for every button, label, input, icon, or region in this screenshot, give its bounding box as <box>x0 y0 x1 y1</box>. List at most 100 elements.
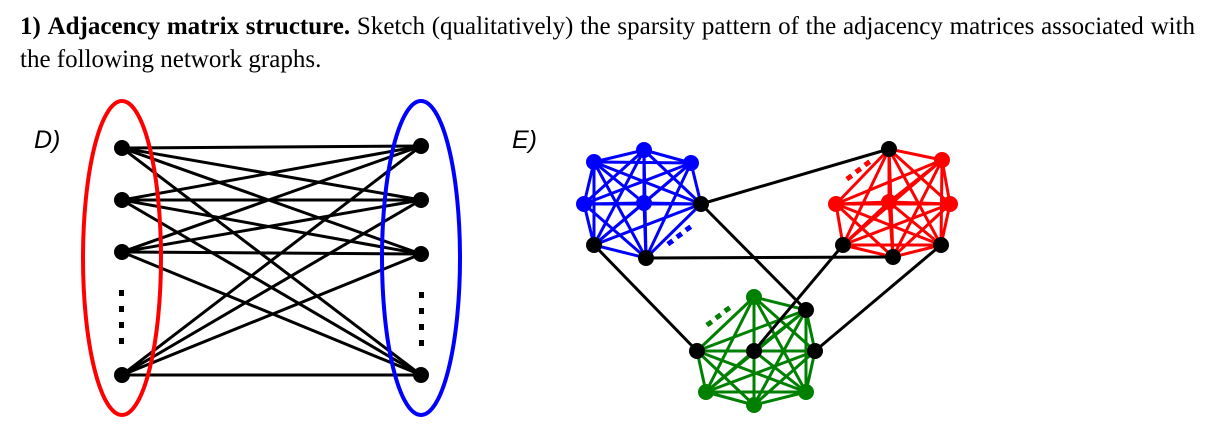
red-cluster-node <box>885 249 901 265</box>
red-cluster-edge <box>887 201 895 258</box>
green-cluster-node <box>746 289 762 305</box>
green-cluster-node <box>807 343 823 359</box>
panel-d-nodes <box>114 138 429 383</box>
red-cluster-edge <box>841 200 891 247</box>
red-cluster-ellipsis <box>845 159 872 182</box>
green-cluster-node <box>689 343 705 359</box>
green-cluster-edge <box>695 349 756 407</box>
red-cluster-edge <box>835 202 942 247</box>
right-node <box>413 246 429 262</box>
red-cluster-node <box>942 196 958 212</box>
inter-cluster-edge <box>699 202 808 312</box>
bipartite-edge <box>121 252 422 377</box>
red-cluster-edge <box>835 158 943 206</box>
right-node <box>413 367 429 383</box>
problem-body: Sketch (qualitatively) the sparsity patt… <box>20 13 1196 73</box>
red-cluster-node <box>881 141 897 157</box>
problem-number: 1) <box>20 13 41 40</box>
red-cluster-node <box>881 194 897 210</box>
red-cluster-edge <box>842 202 951 247</box>
right-node <box>413 192 429 208</box>
blue-cluster-ellipsis <box>666 224 693 247</box>
bipartite-edge <box>121 144 422 150</box>
green-cluster-edge <box>753 349 816 407</box>
inter-cluster-edge <box>645 255 894 260</box>
red-cluster-edge <box>891 202 952 259</box>
green-cluster-edge <box>704 296 756 393</box>
left-partition-ellipse <box>81 99 163 417</box>
right-node <box>413 138 429 154</box>
green-cluster-edge <box>705 349 816 394</box>
green-cluster-edge <box>752 309 808 406</box>
bipartite-edge <box>121 144 422 202</box>
green-cluster-edge <box>695 295 756 353</box>
bipartite-edge <box>121 144 422 377</box>
green-cluster-node <box>698 384 714 400</box>
panel-d-bipartite-graph <box>81 99 462 417</box>
left-ellipsis-dots <box>119 290 124 344</box>
red-cluster-edge <box>841 148 891 246</box>
green-cluster-node <box>798 384 814 400</box>
panel-e-nodes <box>576 141 958 413</box>
blue-cluster-edge <box>593 202 702 247</box>
blue-cluster-edge <box>582 148 646 206</box>
panel-e-edges <box>582 147 952 407</box>
blue-cluster-node <box>638 250 654 266</box>
right-partition-ellipse <box>380 99 462 417</box>
red-cluster-edge <box>834 202 895 259</box>
red-cluster-edge <box>842 243 894 259</box>
inter-cluster-edge <box>814 243 942 353</box>
green-cluster-edge <box>753 390 807 407</box>
blue-cluster-edge <box>593 243 647 260</box>
left-node <box>114 244 130 260</box>
panel-d-edges <box>121 144 422 377</box>
blue-cluster-edge <box>593 201 645 247</box>
green-cluster-edge <box>696 349 807 394</box>
red-cluster-edge <box>888 147 943 162</box>
blue-cluster-edge <box>642 202 648 259</box>
blue-cluster-node <box>576 196 592 212</box>
green-cluster-node <box>746 397 762 413</box>
red-cluster-node <box>828 196 844 212</box>
green-cluster-edge <box>752 296 808 393</box>
green-cluster-edge <box>696 308 807 353</box>
left-node <box>114 192 130 208</box>
red-cluster-edge <box>888 200 942 247</box>
bipartite-edge <box>121 198 422 377</box>
red-cluster-node <box>934 152 950 168</box>
blue-cluster-edge <box>643 201 702 206</box>
red-cluster-node <box>835 237 851 253</box>
red-cluster-node <box>933 237 949 253</box>
left-node <box>114 367 130 383</box>
problem-statement: 1) Adjacency matrix structure. Sketch (q… <box>20 10 1195 76</box>
green-cluster-edge <box>753 295 807 312</box>
red-cluster-edge <box>891 159 944 258</box>
panel-e-clustered-graph <box>576 141 958 413</box>
blue-cluster-edge <box>592 161 648 259</box>
green-cluster-edge <box>753 349 807 394</box>
blue-cluster-edge <box>643 148 692 165</box>
blue-cluster-edge <box>593 160 702 206</box>
blue-cluster-edge <box>593 160 645 205</box>
red-cluster-edge <box>887 148 943 246</box>
blue-cluster-node <box>693 196 709 212</box>
right-ellipsis-dots <box>419 292 424 346</box>
blue-cluster-node <box>683 155 699 171</box>
blue-cluster-edge <box>592 149 646 246</box>
blue-cluster-node <box>586 237 602 253</box>
panel-d-label: D) <box>34 126 60 154</box>
blue-cluster-edge <box>583 202 647 260</box>
green-cluster-ellipsis <box>705 305 732 328</box>
green-cluster-node <box>746 343 762 359</box>
blue-cluster-node <box>636 142 652 158</box>
green-cluster-node <box>798 302 814 318</box>
green-cluster-edge <box>705 349 755 394</box>
red-cluster-edge <box>892 243 942 259</box>
blue-cluster-node <box>636 195 652 211</box>
red-cluster-edge <box>834 147 891 206</box>
blue-cluster-edge <box>644 202 703 260</box>
blue-cluster-edge <box>593 148 645 164</box>
left-node <box>114 140 130 156</box>
blue-cluster-edge <box>583 161 692 206</box>
